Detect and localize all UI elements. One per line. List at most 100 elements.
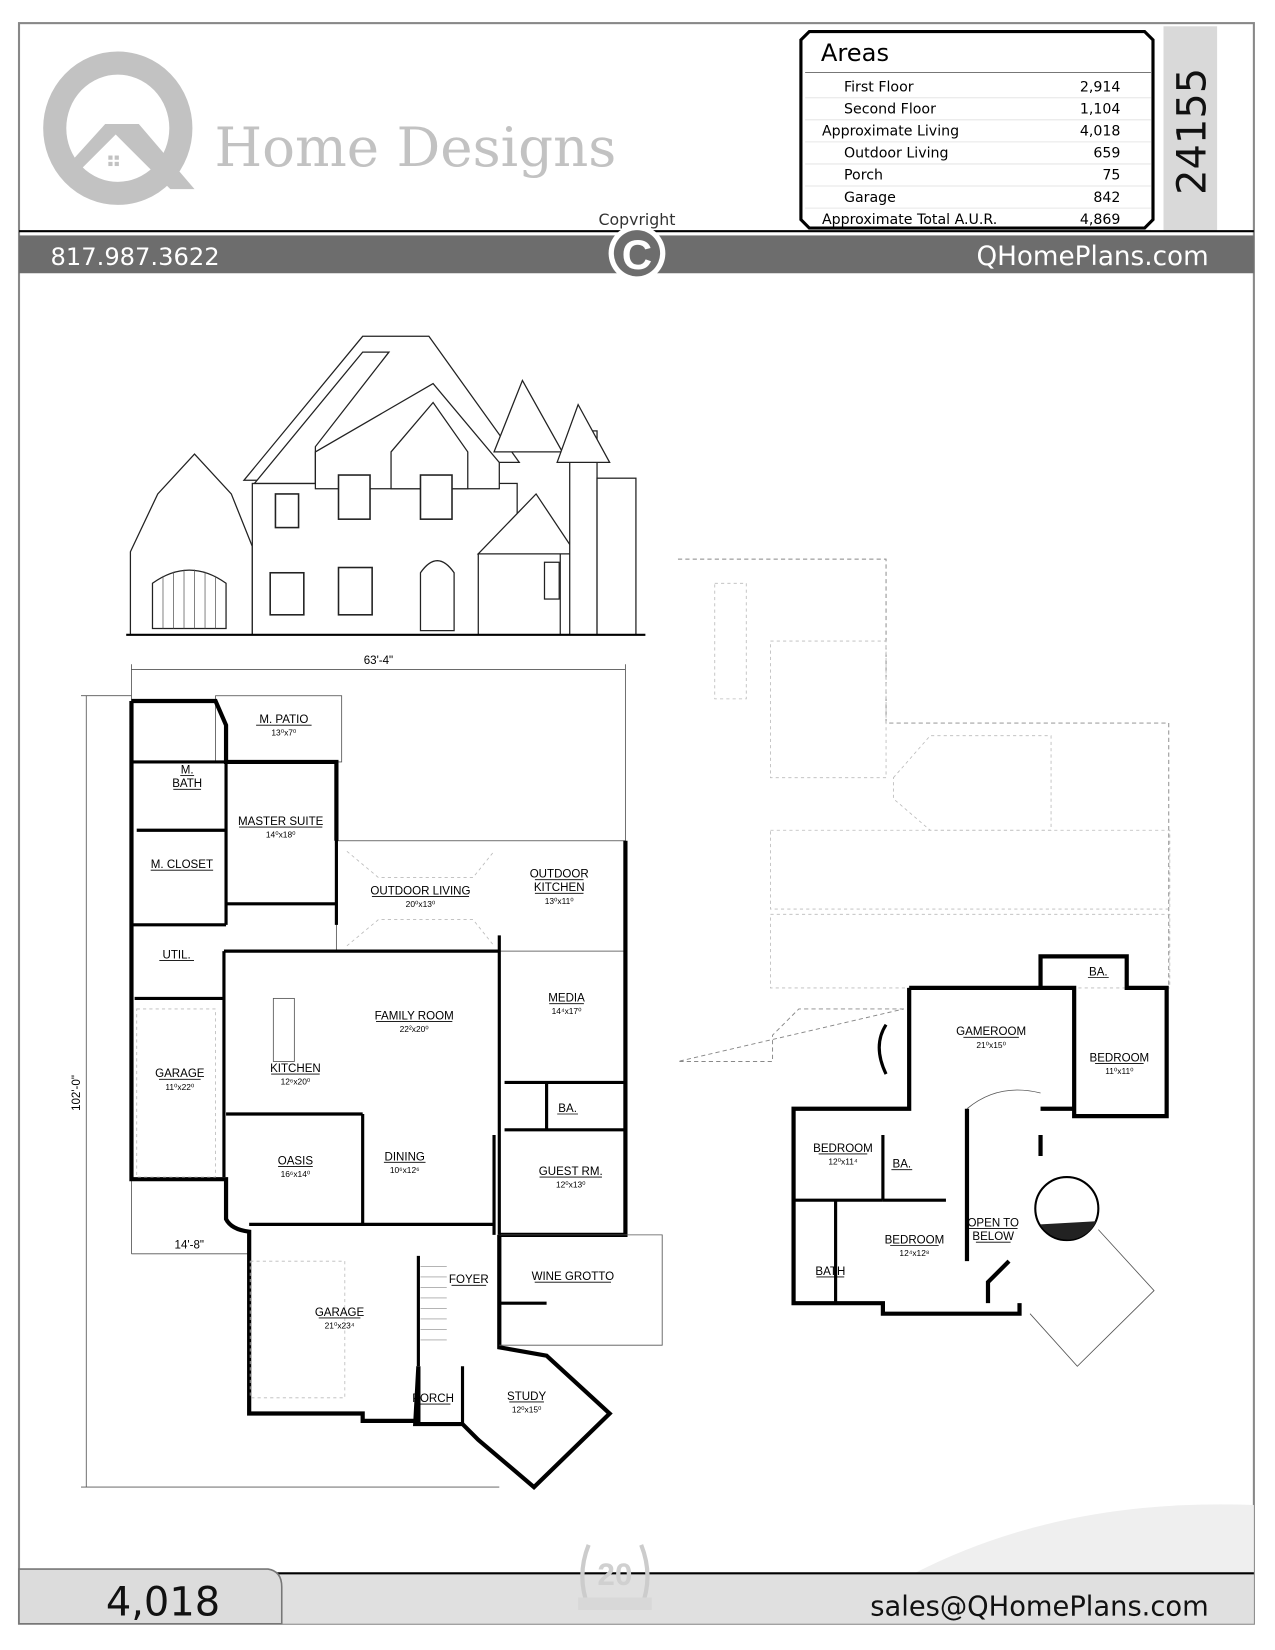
room-name: KITCHEN (270, 1063, 321, 1075)
area-row: Garage 842 (805, 190, 1151, 209)
room-name: BATH (815, 1266, 845, 1278)
room-name: GAMEROOM (956, 1026, 1026, 1038)
room-label: UTIL. (159, 949, 194, 961)
room-label: OUTDOOR LIVING 20⁰x13⁰ (370, 885, 470, 909)
room-name: BA. (558, 1103, 577, 1115)
room-size: 12⁰x15⁰ (512, 1404, 542, 1414)
second-floor-plan: GAMEROOM21⁰x15⁰BA.BEDROOM11⁰x11⁰BEDROOM1… (677, 558, 1171, 1367)
room-label: PORCH (412, 1393, 454, 1405)
room-name: OPEN TO (967, 1217, 1019, 1229)
room-name: GARAGE (155, 1068, 205, 1080)
room-size: 10⁶x12⁶ (390, 1165, 420, 1175)
anniversary-badge-icon: 20 (578, 1544, 652, 1611)
room-size: 20⁰x13⁰ (406, 899, 436, 909)
room-name: M. CLOSET (151, 859, 213, 871)
room-label: MASTER SUITE 14⁰x18⁰ (238, 816, 324, 840)
room-label: GUEST RM. 12⁰x13⁰ (539, 1166, 603, 1190)
front-elevation-drawing (126, 335, 646, 636)
room-size: 13⁰x7⁰ (271, 728, 296, 738)
svg-text:20: 20 (597, 1556, 632, 1592)
room-label: OPEN TO BELOW (967, 1217, 1019, 1243)
room-size: 12⁴x12⁸ (899, 1248, 929, 1258)
room-name: DINING (385, 1151, 425, 1163)
room-name: WINE GROTTO (532, 1271, 615, 1283)
room-label: WINE GROTTO (532, 1271, 615, 1283)
areas-title: Areas (821, 39, 889, 67)
width-dimension: 63'-4" (364, 655, 393, 667)
area-row: Second Floor 1,104 (805, 102, 1151, 121)
room-name: BELOW (972, 1231, 1014, 1243)
area-value: 659 (1093, 146, 1120, 162)
room-label: DINING 10⁶x12⁶ (383, 1151, 426, 1175)
area-value: 1,104 (1080, 102, 1121, 118)
area-label: Second Floor (844, 102, 936, 118)
area-label: Porch (844, 168, 883, 184)
sales-email-link[interactable]: sales@QHomePlans.com (870, 1591, 1208, 1622)
room-name: GARAGE (315, 1307, 365, 1319)
room-label: BA. (557, 1103, 579, 1115)
room-label: GARAGE 11⁰x22⁰ (155, 1068, 205, 1092)
room-size: 14⁰x18⁰ (266, 830, 296, 840)
room-name: GUEST RM. (539, 1166, 603, 1178)
room-name: MEDIA (548, 993, 585, 1005)
room-size: 12⁰x11⁴ (828, 1156, 858, 1166)
room-name: MASTER SUITE (238, 816, 324, 828)
area-label: Approximate Total A.U.R. (822, 212, 997, 228)
area-value: 4,869 (1080, 212, 1121, 228)
room-name: BEDROOM (885, 1234, 945, 1246)
area-row: First Floor 2,914 (805, 79, 1151, 99)
room-size: 11⁰x22⁰ (165, 1082, 194, 1092)
room-size: 12⁰x13⁰ (556, 1180, 586, 1190)
room-name: KITCHEN (534, 882, 585, 894)
area-label: Outdoor Living (844, 146, 949, 162)
area-row: Outdoor Living 659 (805, 146, 1151, 165)
room-label: M. CLOSET (150, 859, 214, 871)
room-name: BEDROOM (813, 1143, 873, 1155)
room-name: FOYER (449, 1274, 489, 1286)
area-value: 2,914 (1080, 79, 1121, 95)
room-label: FOYER (449, 1274, 489, 1286)
room-name: BA. (893, 1159, 912, 1171)
area-value: 842 (1093, 190, 1120, 206)
website-link[interactable]: QHomePlans.com (976, 242, 1208, 272)
room-name: FAMILY ROOM (375, 1010, 454, 1022)
room-size: 16⁶x14⁰ (281, 1169, 311, 1179)
logo-house-roof-icon (65, 124, 195, 190)
room-label: BA. (891, 1159, 913, 1171)
logo-text: Home Designs (214, 115, 616, 179)
room-name: BEDROOM (1090, 1052, 1150, 1064)
room-name: UTIL. (163, 949, 191, 961)
first-floor-plan: 63'-4" 102'-0" 14'-8" (71, 655, 663, 1490)
room-size: 21⁰x23⁴ (325, 1320, 355, 1330)
depth-dimension: 102'-0" (71, 1075, 83, 1111)
room-size: 14⁴x17⁰ (552, 1006, 582, 1016)
footer-swoosh (914, 1504, 1254, 1574)
room-label: M.BATH (172, 765, 202, 791)
room-size: 22²x20⁰ (400, 1024, 429, 1034)
area-label: Garage (844, 190, 896, 206)
room-name: M. (181, 765, 194, 777)
area-label: First Floor (844, 79, 914, 95)
room-size: 21⁰x15⁰ (976, 1040, 1006, 1050)
room-name: PORCH (412, 1393, 454, 1405)
copyright-label: Copyright (598, 210, 675, 229)
copyright-icon: C (608, 224, 666, 282)
square-feet-total: 4,018 (106, 1579, 220, 1625)
area-row: Approximate Total A.U.R. 4,869 (805, 212, 1151, 231)
room-size: 13⁰x11⁰ (545, 896, 574, 906)
room-label: BATH (815, 1266, 845, 1278)
room-label: FAMILY ROOM 22²x20⁰ (375, 1010, 454, 1034)
phone-number[interactable]: 817.987.3622 (51, 243, 220, 271)
room-name: OUTDOOR LIVING (370, 885, 470, 897)
room-label: BEDROOM 12⁴x12⁸ (885, 1234, 945, 1258)
